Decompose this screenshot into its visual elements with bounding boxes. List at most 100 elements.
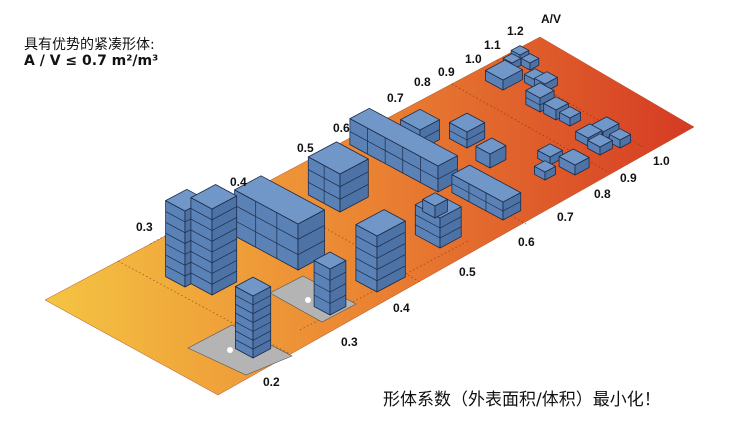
grid-line [117, 260, 291, 355]
building-top-face [355, 209, 406, 237]
building-block [559, 106, 581, 127]
floor-line [235, 339, 271, 350]
floor-line [190, 270, 237, 285]
building-top-face [190, 184, 238, 210]
top-label: 0.5 [297, 141, 314, 155]
building-top-face [510, 45, 530, 56]
top-label: 1.0 [465, 52, 482, 66]
building-block [587, 133, 613, 156]
building-right-face [252, 286, 272, 359]
building-top-face [575, 123, 603, 139]
floor-line [313, 283, 347, 293]
building-top-face [349, 107, 458, 167]
heading-line1: 具有优势的紧凑形体: [24, 37, 155, 53]
floor-line [355, 243, 406, 259]
building-top-face [559, 106, 581, 119]
floor-line [235, 303, 271, 315]
building-block [190, 184, 238, 296]
building-top-face [451, 164, 522, 203]
building-block [313, 251, 347, 316]
floor-line [449, 130, 485, 141]
building-top-face [475, 137, 507, 155]
bottom-label: 0.6 [518, 235, 535, 249]
heading-line2: A / V ≤ 0.7 m²/m³ [24, 53, 159, 69]
top-label: 1.1 [484, 38, 501, 52]
building-block [537, 143, 563, 166]
floor-line [190, 217, 237, 231]
floor-line [349, 131, 458, 180]
top-label: 0.4 [230, 175, 247, 189]
building-top-face [234, 276, 272, 297]
building-top-face [520, 53, 540, 64]
floor-line [235, 312, 271, 323]
floor-line [190, 227, 237, 242]
floor-line [313, 271, 347, 281]
building-block [609, 128, 631, 149]
floor-line [308, 169, 369, 188]
building-top-face [484, 59, 523, 81]
floor-line [355, 231, 406, 248]
floor-line [190, 260, 237, 274]
building-block [534, 160, 556, 181]
building-block [355, 209, 406, 293]
building-top-face [400, 108, 440, 131]
floor-line [308, 181, 369, 200]
bottom-label: 0.2 [263, 375, 280, 389]
building-top-face [502, 53, 522, 64]
bottom-label: 0.7 [557, 210, 574, 224]
axis-labels: 0.3 0.4 0.5 0.6 0.7 0.8 0.9 1.0 1.1 1.2 … [136, 12, 670, 389]
floor-line [415, 214, 462, 229]
floor-line [190, 249, 237, 264]
building-top-face [448, 112, 486, 133]
entrance-marker [227, 347, 233, 353]
building-block [307, 141, 369, 213]
building-top-face [534, 160, 556, 173]
building-top-face [537, 143, 563, 158]
top-label: 1.2 [507, 24, 524, 38]
building-left-face [165, 200, 186, 288]
building-block [484, 59, 523, 91]
floor-line [415, 224, 462, 239]
building-block [520, 53, 540, 71]
building-top-face [587, 133, 613, 148]
bottom-label: 0.8 [594, 187, 611, 201]
top-label: 0.8 [414, 75, 431, 89]
floor-line [313, 294, 347, 304]
building-block [422, 192, 448, 219]
bottom-label: 0.3 [341, 335, 358, 349]
building-block [451, 164, 522, 221]
axis-title: A/V [541, 12, 561, 26]
building-top-face [313, 251, 347, 270]
building-top-face [558, 148, 590, 166]
bottom-label: 0.4 [393, 301, 410, 315]
building-block [558, 148, 590, 176]
top-label: 0.3 [136, 220, 153, 234]
building-block [234, 175, 325, 271]
top-label: 0.6 [333, 121, 350, 135]
bottom-label: 0.9 [620, 171, 637, 185]
building-block [234, 276, 272, 359]
entrance-marker [305, 297, 311, 303]
floor-line [355, 265, 406, 282]
floor-line [190, 206, 237, 221]
building-top-face [534, 71, 558, 85]
floor-line [235, 321, 271, 332]
building-top-face [543, 96, 569, 111]
floor-line [235, 330, 271, 341]
top-label: 0.7 [387, 91, 404, 105]
building-top-face [307, 141, 369, 175]
building-block [475, 137, 507, 169]
building-block [448, 112, 486, 149]
building-top-face [422, 192, 448, 207]
building-top-face [525, 82, 555, 99]
buildings [165, 45, 631, 359]
building-top-face [609, 128, 631, 141]
floor-line [355, 254, 406, 270]
platform [44, 36, 695, 396]
top-label: 0.9 [438, 65, 455, 79]
building-block [349, 107, 458, 193]
floor-line [235, 295, 271, 306]
bottom-label: 1.0 [653, 154, 670, 168]
